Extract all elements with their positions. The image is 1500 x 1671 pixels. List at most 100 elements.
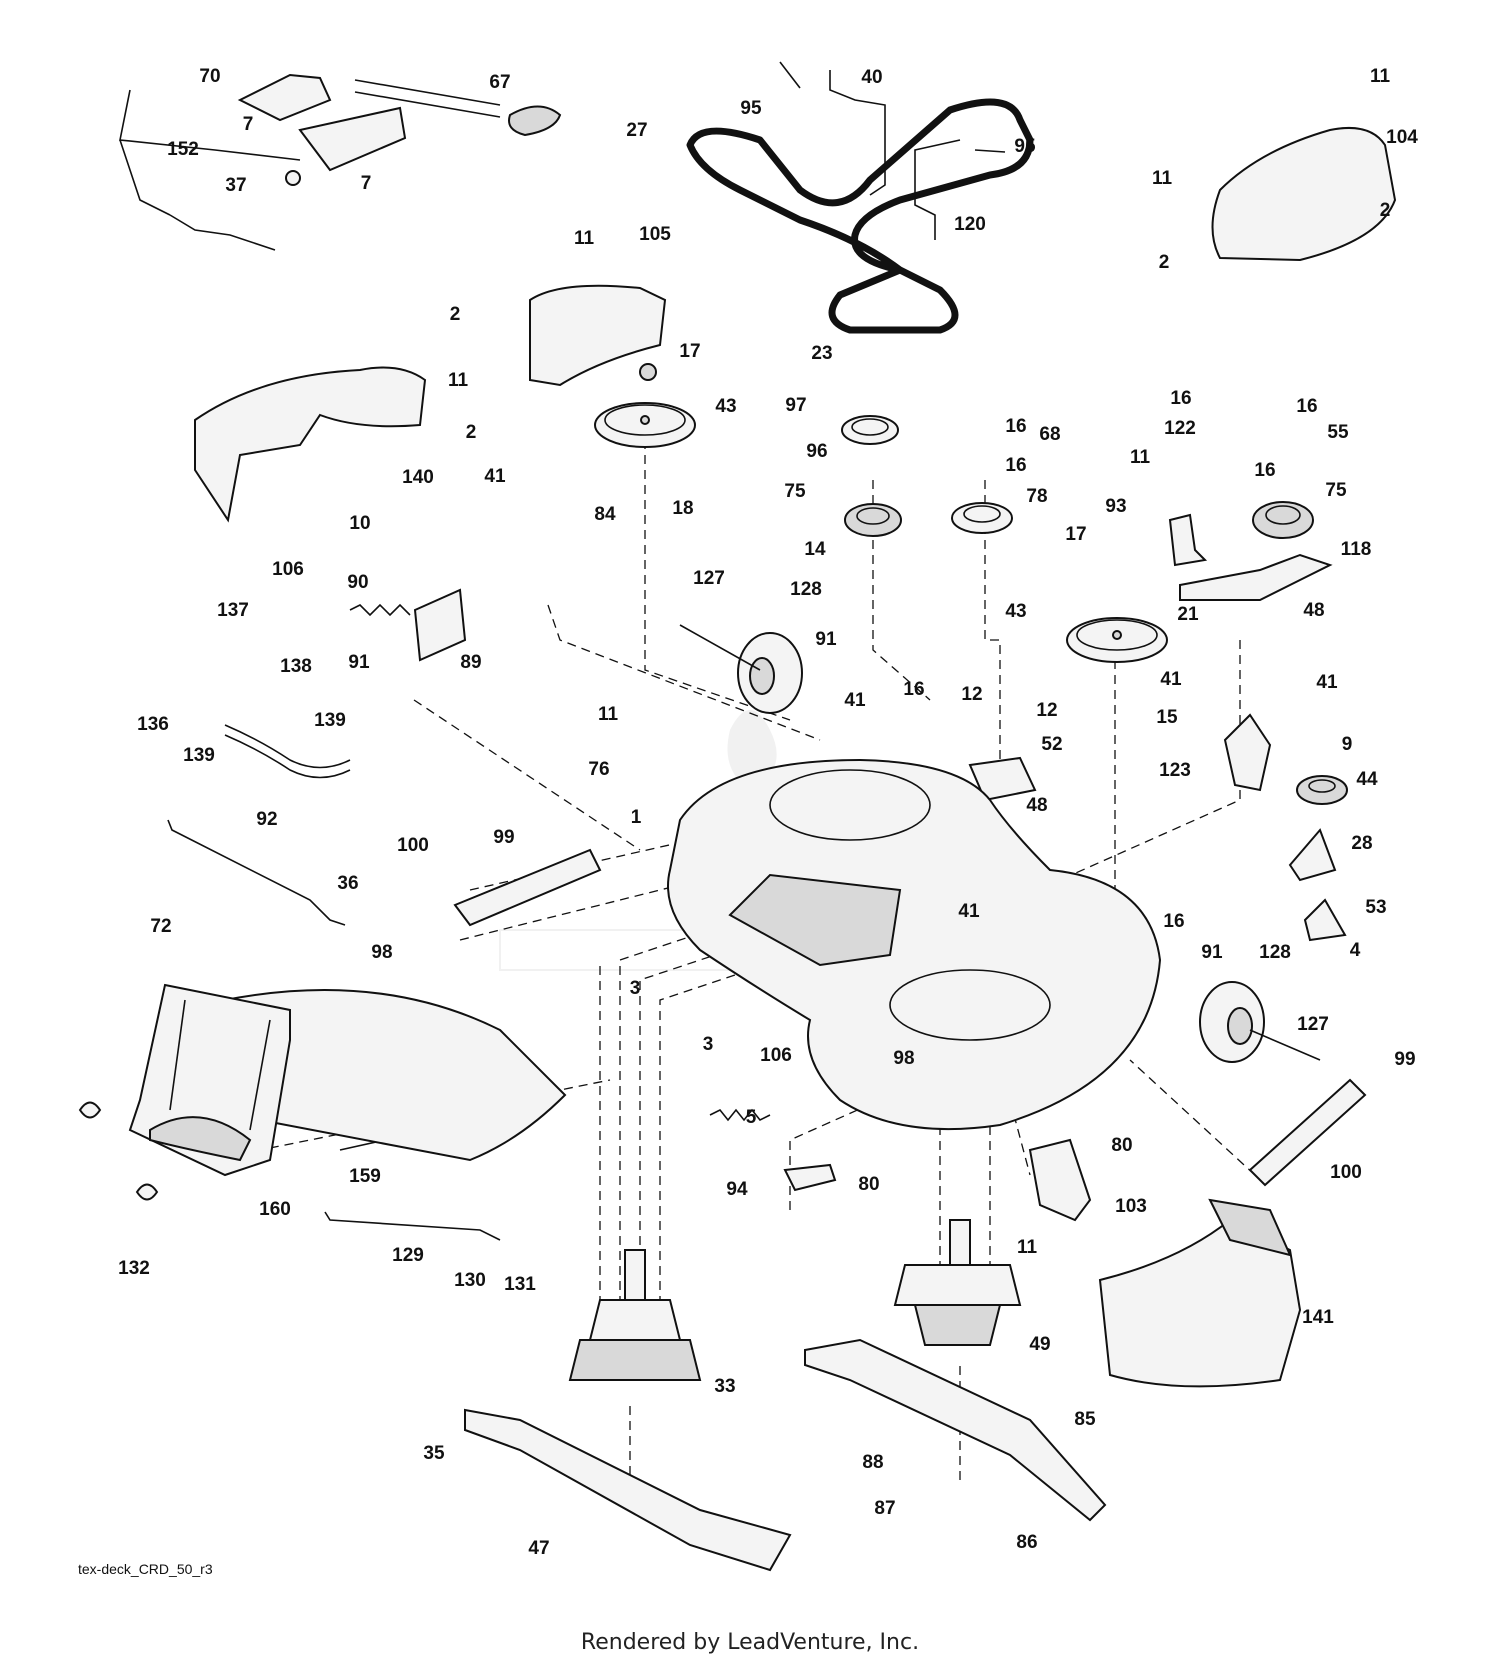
bracket-94 (783, 1163, 837, 1192)
part-callout-70: 70 (199, 66, 220, 87)
part-callout-11: 11 (1152, 168, 1173, 189)
part-callout-98: 98 (371, 942, 392, 963)
part-callout-75: 75 (1325, 480, 1347, 501)
part-callout-103: 103 (1115, 1196, 1147, 1217)
part-callout-52: 52 (1041, 734, 1062, 755)
rod-92 (167, 819, 346, 926)
gauge-wheel-128-right (1199, 981, 1321, 1063)
part-callout-100: 100 (397, 835, 429, 856)
pulley-44 (1296, 775, 1348, 805)
part-callout-48: 48 (1026, 795, 1047, 816)
idler-bracket-118 (1179, 553, 1333, 601)
discharge-chute-assembly (128, 983, 567, 1177)
part-callout-127: 127 (693, 568, 725, 589)
part-callout-16: 16 (1170, 388, 1191, 409)
part-callout-86: 86 (1016, 1532, 1037, 1553)
deck-left-spindle-well (769, 769, 931, 841)
part-callout-10: 10 (349, 513, 370, 534)
part-callout-16: 16 (1005, 416, 1026, 437)
part-callout-78: 78 (1026, 486, 1047, 507)
part-callout-120: 120 (954, 214, 986, 235)
lift-linkage-assembly (119, 73, 501, 251)
part-callout-96: 96 (806, 441, 827, 462)
part-callout-12: 12 (1036, 700, 1057, 721)
spring-106-top (349, 603, 411, 617)
part-callout-15: 15 (1156, 707, 1178, 728)
diagram-id-label: tex-deck_CRD_50_r3 (78, 1561, 213, 1577)
footer-credit: Rendered by LeadVenture, Inc. (580, 1630, 920, 1655)
part-callout-104: 104 (1386, 127, 1418, 148)
part-callout-41: 41 (844, 690, 866, 711)
part-callout-122: 122 (1164, 418, 1196, 439)
part-callout-97: 97 (785, 395, 806, 416)
part-callout-17: 17 (679, 341, 700, 362)
part-callout-91: 91 (1201, 942, 1223, 963)
pulley-97 (841, 415, 899, 445)
part-callout-48: 48 (1303, 600, 1324, 621)
bracket-52 (968, 756, 1037, 802)
part-callout-7: 7 (243, 114, 254, 135)
part-callout-17: 17 (1065, 524, 1086, 545)
part-callout-37: 37 (225, 175, 246, 196)
bolt-95 (779, 61, 801, 89)
part-callout-11: 11 (448, 370, 469, 391)
part-callout-106: 106 (760, 1045, 792, 1066)
part-callout-99: 99 (1394, 1049, 1415, 1070)
part-callout-11: 11 (1370, 66, 1391, 87)
part-callout-12: 12 (961, 684, 982, 705)
part-callout-127: 127 (1297, 1014, 1329, 1035)
part-callout-41: 41 (958, 901, 980, 922)
idler-arm (829, 70, 886, 196)
part-callout-76: 76 (588, 759, 609, 780)
part-callout-93: 93 (1105, 496, 1126, 517)
part-callout-43: 43 (715, 396, 736, 417)
rod-129 (324, 1211, 501, 1241)
guard-103 (1028, 1138, 1092, 1222)
part-callout-2: 2 (466, 422, 477, 443)
part-callout-72: 72 (150, 916, 171, 937)
part-callout-87: 87 (874, 1498, 895, 1519)
belt-cover-left (529, 284, 667, 387)
part-callout-138: 138 (280, 656, 312, 677)
bracket-15 (1223, 713, 1272, 792)
part-callout-137: 137 (217, 600, 249, 621)
drive-belt (686, 98, 1034, 334)
lift-handle-grip (508, 105, 562, 137)
part-callout-16: 16 (1296, 396, 1317, 417)
part-callout-11: 11 (574, 228, 595, 249)
part-callout-9: 9 (1342, 734, 1353, 755)
wheel-bracket-99-right (1248, 1078, 1367, 1187)
part-callout-36: 36 (337, 873, 358, 894)
hose-138 (224, 724, 351, 769)
part-callout-41: 41 (1316, 672, 1338, 693)
part-callout-131: 131 (504, 1274, 536, 1295)
part-callout-106: 106 (272, 559, 304, 580)
part-callout-43: 43 (1005, 601, 1026, 622)
part-callout-141: 141 (1302, 1307, 1334, 1328)
part-callout-41: 41 (1160, 669, 1182, 690)
wheel-bracket-99-left (453, 848, 602, 927)
part-callout-16: 16 (1005, 455, 1026, 476)
part-callout-98: 98 (893, 1048, 914, 1069)
bracket-28 (1288, 828, 1337, 882)
part-callout-160: 160 (259, 1199, 291, 1220)
part-callout-5: 5 (746, 1107, 757, 1128)
part-callout-67: 67 (489, 72, 510, 93)
spindle-33-left (568, 1249, 702, 1381)
part-callout-123: 123 (1159, 760, 1191, 781)
part-callout-159: 159 (349, 1166, 381, 1187)
part-callout-47: 47 (528, 1538, 549, 1559)
hose-138-b (224, 734, 351, 779)
part-callout-100: 100 (1330, 1162, 1362, 1183)
part-callout-16: 16 (1254, 460, 1275, 481)
part-callout-128: 128 (790, 579, 822, 600)
part-callout-139: 139 (314, 710, 346, 731)
nut-17 (639, 363, 657, 381)
pulley-43-left (594, 402, 696, 448)
part-callout-11: 11 (1130, 447, 1151, 468)
part-callout-89: 89 (460, 652, 481, 673)
deflector-141 (1098, 1218, 1302, 1388)
part-callout-84: 84 (594, 504, 616, 525)
part-callout-55: 55 (1327, 422, 1349, 443)
